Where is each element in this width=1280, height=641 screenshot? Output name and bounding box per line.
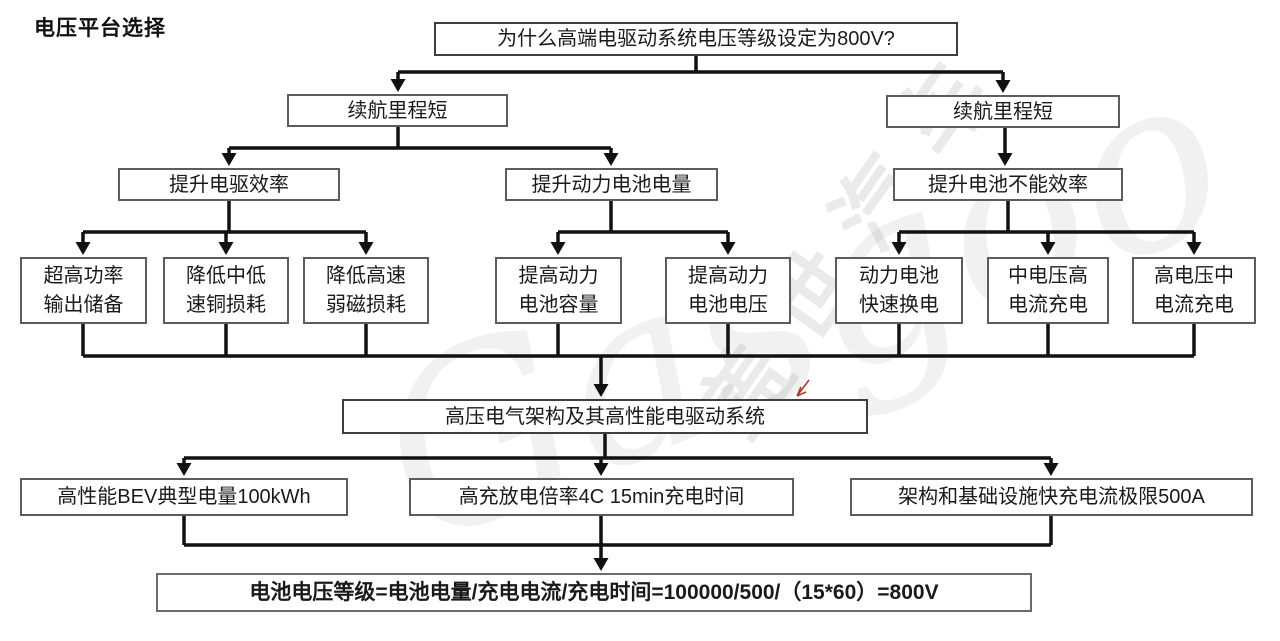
node-range-short-left: 续航里程短: [287, 94, 508, 127]
node-power-output-reserve: 超高功率 输出储备: [20, 257, 147, 324]
red-pen-mark: [796, 379, 810, 397]
node-reduce-copper-loss: 降低中低 速铜损耗: [163, 257, 289, 324]
node-voltage-formula: 电池电压等级=电池电量/充电电流/充电时间=100000/500/（15*60）…: [156, 573, 1032, 612]
node-mid-voltage-high-current: 中电压高 电流充电: [987, 257, 1109, 324]
node-increase-battery-capacity: 提高动力 电池容量: [495, 257, 622, 324]
node-fast-charge-current-limit: 架构和基础设施快充电流极限500A: [850, 478, 1253, 516]
node-reduce-flux-weakening-loss: 降低高速 弱磁损耗: [303, 257, 429, 324]
node-increase-battery-voltage: 提高动力 电池电压: [665, 257, 791, 324]
node-high-voltage-mid-current: 高电压中 电流充电: [1132, 257, 1256, 324]
node-bev-typical-capacity: 高性能BEV典型电量100kWh: [20, 478, 348, 516]
node-question: 为什么高端电驱动系统电压等级设定为800V?: [434, 22, 958, 56]
node-fast-battery-swap: 动力电池 快速换电: [835, 257, 963, 324]
node-range-short-right: 续航里程短: [886, 95, 1120, 128]
node-battery-energy: 提升动力电池电量: [505, 168, 718, 201]
node-hv-architecture: 高压电气架构及其高性能电驱动系统: [342, 399, 868, 434]
arrowheads: [75, 79, 1202, 571]
page-title: 电压平台选择: [34, 17, 166, 40]
node-charge-rate-4c: 高充放电倍率4C 15min充电时间: [409, 478, 794, 516]
node-drive-efficiency: 提升电驱效率: [118, 168, 340, 201]
node-battery-refuel-efficiency: 提升电池不能效率: [893, 168, 1123, 201]
